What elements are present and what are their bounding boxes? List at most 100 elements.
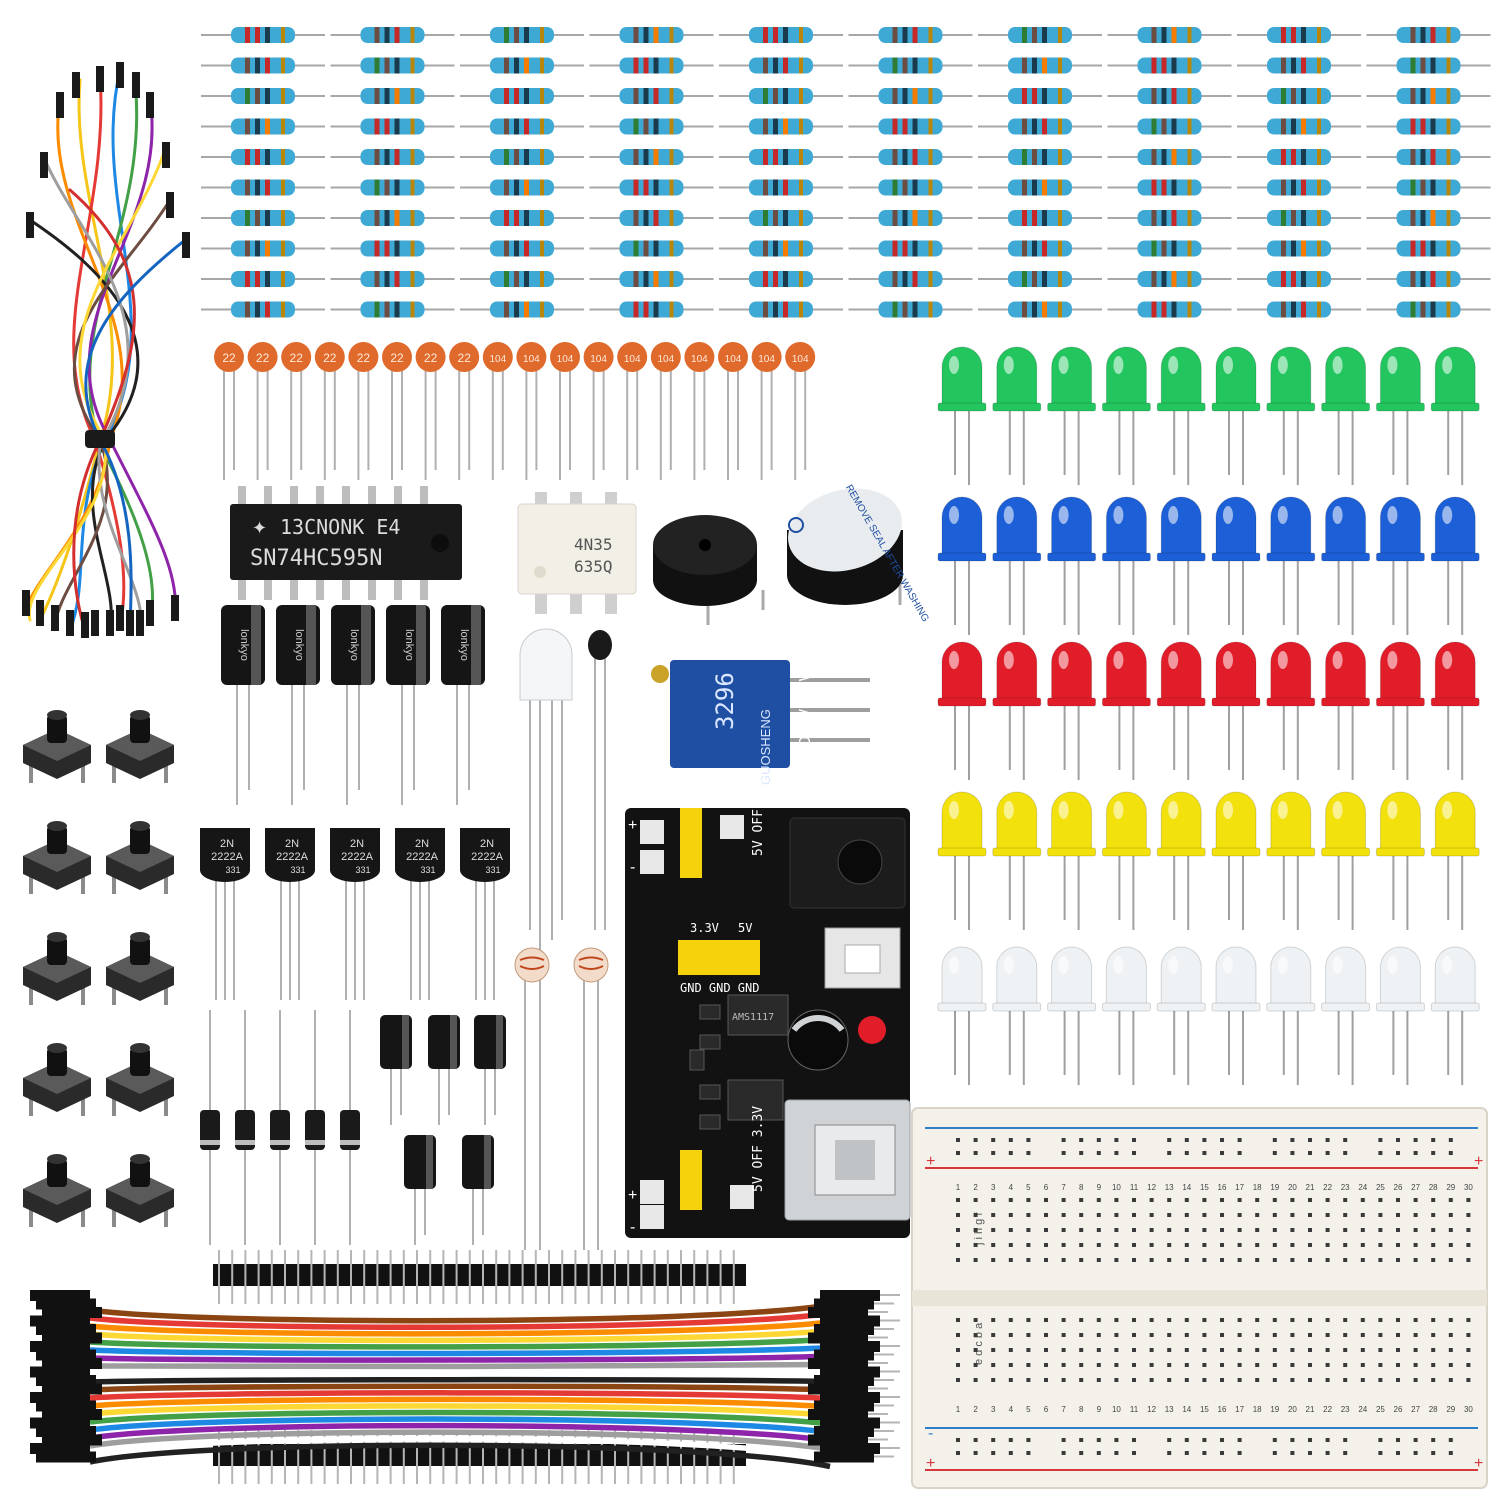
led [1266, 946, 1316, 1085]
electrolytic-capacitor-small [404, 1135, 436, 1245]
resistor [848, 118, 973, 135]
led [1375, 641, 1425, 780]
capacitor-label: 22 [390, 351, 404, 365]
led [1430, 346, 1480, 485]
resistor [1366, 179, 1491, 196]
column-number: 12 [1147, 1183, 1156, 1192]
ceramic-capacitor: 104 [684, 342, 715, 480]
ribbon-wire [89, 1353, 831, 1363]
led [992, 346, 1042, 485]
resistor [848, 210, 973, 226]
resistor [589, 271, 714, 287]
ceramic-capacitor: 22 [449, 342, 480, 480]
column-number: 22 [1323, 1183, 1332, 1192]
resistor [460, 179, 584, 196]
capacitor-brand: lonkyo [348, 629, 360, 661]
ribbon-wire [89, 1376, 831, 1385]
ic-marking-line1: 13CNONK E4 [280, 515, 400, 539]
ribbon-wire [89, 1442, 831, 1470]
led [992, 791, 1042, 930]
ceramic-capacitor: 104 [718, 342, 748, 480]
resistor [1107, 271, 1232, 287]
ceramic-capacitor: 104 [583, 342, 614, 480]
led [1101, 346, 1151, 485]
rgb-led [519, 628, 573, 960]
led [1321, 496, 1371, 635]
led [1430, 946, 1480, 1085]
resistor [719, 210, 843, 226]
transistor-marking: 2N [285, 838, 299, 850]
resistor [1107, 240, 1232, 257]
column-number: 20 [1288, 1405, 1297, 1414]
resistor [460, 240, 584, 257]
resistor [978, 88, 1102, 104]
ceramic-capacitor: 22 [314, 342, 345, 480]
led [1375, 946, 1425, 1085]
bottom-switch-label: 5V OFF 3.3V [751, 1106, 766, 1192]
column-number: 1 [956, 1183, 961, 1192]
ceramic-capacitor: 104 [617, 342, 648, 480]
tactile-button-grid [23, 710, 174, 1227]
capacitor-label: 104 [624, 354, 641, 365]
resistor [330, 118, 455, 135]
capacitor-label: 104 [557, 354, 574, 365]
column-number: 11 [1130, 1183, 1139, 1192]
led [1430, 791, 1480, 930]
diode [305, 1010, 325, 1245]
capacitor-label: 22 [290, 351, 304, 365]
tactile-button [106, 1043, 174, 1116]
led [1266, 496, 1316, 635]
resistor [1366, 240, 1491, 257]
resistor [589, 57, 714, 74]
plus-top-label: + [628, 817, 637, 834]
resistor [1366, 88, 1491, 104]
vin-label: VIN (DC7V-12V) [796, 664, 814, 790]
resistor-grid [201, 27, 1491, 318]
column-number: 21 [1306, 1405, 1315, 1414]
column-number: 21 [1306, 1183, 1315, 1192]
gnd-label: GND GND GND [680, 981, 759, 995]
column-number: 9 [1097, 1405, 1102, 1414]
transistor-marking: 2N [220, 838, 234, 850]
shift-register-ic: 13CNONK E4 SN74HC595N ✦ [230, 486, 462, 600]
column-number: 24 [1358, 1405, 1367, 1414]
ribbon-wire [89, 1310, 831, 1330]
resistor [978, 118, 1102, 135]
led [937, 791, 987, 930]
column-number: 19 [1270, 1405, 1279, 1414]
led [1211, 641, 1261, 780]
transistor-marking: 331 [225, 865, 240, 875]
resistor [719, 27, 843, 43]
resistor [330, 88, 455, 104]
resistor [330, 57, 455, 74]
resistor [848, 271, 973, 287]
resistor [460, 57, 584, 74]
column-number: 23 [1341, 1405, 1350, 1414]
resistor [848, 57, 973, 74]
led [1266, 346, 1316, 485]
ribbon-wire [89, 1344, 831, 1357]
resistor [201, 149, 325, 165]
column-number: 16 [1218, 1405, 1227, 1414]
resistor [330, 179, 455, 196]
ceramic-capacitor: 22 [382, 342, 412, 480]
capacitor-label: 22 [222, 351, 236, 365]
column-number: 14 [1182, 1405, 1191, 1414]
resistor [589, 301, 714, 318]
diode [340, 1010, 360, 1245]
electrolytic-capacitor-small [380, 1015, 412, 1125]
resistor [1237, 88, 1361, 104]
column-number: 2 [973, 1405, 978, 1414]
ribbon-wire [89, 1370, 831, 1377]
resistor [848, 149, 973, 165]
resistor [1366, 301, 1491, 318]
ceramic-capacitor: 104 [516, 342, 547, 480]
rail-plus-bottom-right: + [1474, 1455, 1483, 1472]
resistor [460, 27, 584, 43]
column-number: 25 [1376, 1405, 1385, 1414]
capacitor-label: 22 [424, 351, 438, 365]
ribbon-wire [89, 1422, 831, 1444]
